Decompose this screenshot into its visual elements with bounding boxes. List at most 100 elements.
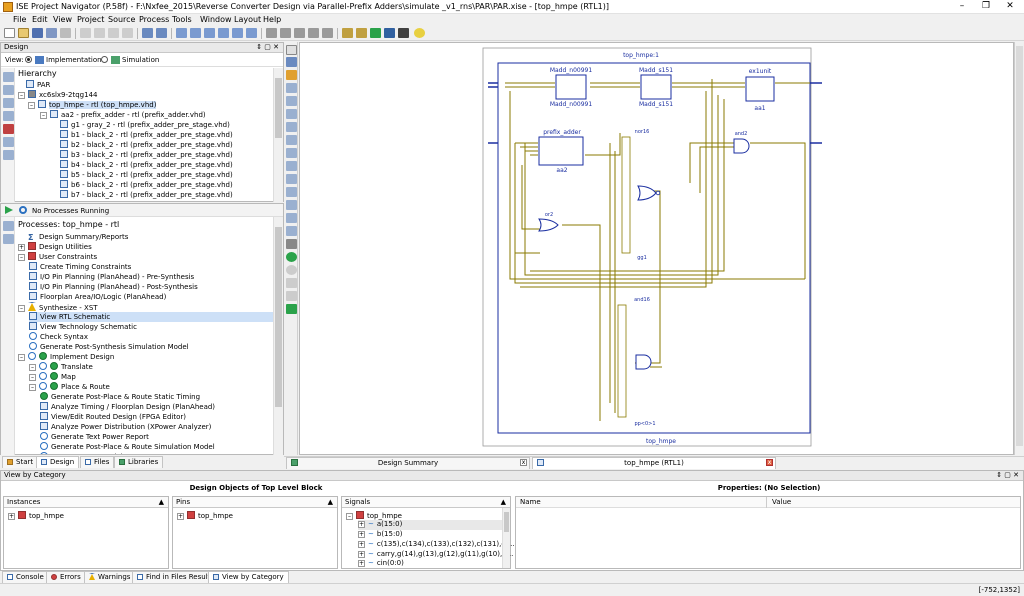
schematic-vscroll[interactable]	[1014, 42, 1024, 455]
simulation-label[interactable]: Simulation	[122, 56, 160, 64]
print-icon[interactable]	[60, 28, 71, 38]
tree-item-par[interactable]: PAR	[26, 80, 50, 90]
unhighlight-icon[interactable]	[286, 213, 297, 223]
tree-item-device[interactable]: –xc6slx9-2tqg144	[18, 90, 98, 99]
menu-file[interactable]: File	[13, 15, 27, 24]
select-pointer-icon[interactable]	[286, 45, 297, 55]
info-icon[interactable]	[286, 291, 297, 301]
tree-item-b4[interactable]: b4 - black_2 - rtl (prefix_adder_pre_sta…	[60, 160, 233, 170]
refresh-schematic-icon[interactable]	[286, 278, 297, 288]
process-item[interactable]: –Implement Design	[18, 352, 115, 361]
process-item[interactable]: Floorplan Area/IO/Logic (PlanAhead)	[29, 292, 166, 302]
process-item[interactable]: View RTL Schematic	[29, 312, 273, 322]
process-item[interactable]: Generate Post-Synthesis Simulation Model	[29, 342, 189, 352]
menu-tools[interactable]: Tools	[172, 15, 192, 24]
tree-item-b3[interactable]: b3 - black_2 - rtl (prefix_adder_pre_sta…	[60, 150, 233, 160]
save-icon[interactable]	[32, 28, 43, 38]
zoom-select-icon[interactable]	[218, 28, 229, 38]
properties-icon[interactable]	[3, 124, 14, 134]
sigma-icon[interactable]	[384, 28, 395, 38]
implementation-radio[interactable]	[25, 56, 32, 63]
process-props-icon[interactable]	[3, 221, 14, 231]
tree-item-g1[interactable]: g1 - gray_2 - rtl (prefix_adder_pre_stag…	[60, 120, 230, 130]
menu-window[interactable]: Window	[200, 15, 232, 24]
tab-find-in-files[interactable]: Find in Files Results	[132, 571, 220, 583]
signals-scrollbar[interactable]	[502, 508, 510, 568]
new-file-icon[interactable]	[4, 28, 15, 38]
signal-item-a[interactable]: +~a(15:0)	[358, 520, 506, 530]
cascade-icon[interactable]	[280, 28, 291, 38]
tree-item-b2[interactable]: b2 - black_2 - rtl (prefix_adder_pre_sta…	[60, 140, 233, 150]
signal-item-c[interactable]: +~c(135),c(134),c(133),c(132),c(131),c(.…	[358, 540, 515, 548]
property-value-column[interactable]: Value	[772, 498, 792, 506]
export-icon[interactable]	[286, 304, 297, 314]
pin-icon[interactable]	[398, 28, 409, 38]
zoom-area-icon[interactable]	[286, 83, 297, 93]
zoom-in-icon[interactable]	[176, 28, 187, 38]
add-copy-icon[interactable]	[3, 85, 14, 95]
trace-icon[interactable]	[286, 226, 297, 236]
process-rerun-icon[interactable]	[3, 234, 14, 244]
tab-design[interactable]: Design	[36, 456, 80, 468]
tree-item-top-hmpe[interactable]: –top_hmpe - rtl (top_hmpe.vhd)	[28, 100, 157, 109]
tab-libraries[interactable]: Libraries	[114, 456, 164, 468]
implementation-label[interactable]: Implementation	[46, 56, 102, 64]
process-item[interactable]: I/O Pin Planning (PlanAhead) - Post-Synt…	[29, 282, 198, 292]
process-item[interactable]: –Translate	[29, 362, 93, 371]
process-item[interactable]: –Synthesize - XST	[18, 302, 98, 312]
stop-icon[interactable]	[286, 265, 297, 275]
go-icon[interactable]	[286, 252, 297, 262]
menu-project[interactable]: Project	[77, 15, 105, 24]
tree-item-aa2[interactable]: –aa2 - prefix_adder - rtl (prefix_adder.…	[40, 110, 206, 119]
signal-item-b[interactable]: +~b(15:0)	[358, 530, 403, 538]
find-net-icon[interactable]	[286, 187, 297, 197]
tree-item-b5[interactable]: b5 - black_2 - rtl (prefix_adder_pre_sta…	[60, 170, 233, 180]
tools-icon[interactable]	[342, 28, 353, 38]
menu-help[interactable]: Help	[263, 15, 282, 24]
process-item[interactable]: View/Edit Routed Design (FPGA Editor)	[40, 412, 186, 422]
push-icon[interactable]	[286, 96, 297, 106]
run-icon[interactable]	[370, 28, 381, 38]
next-icon[interactable]	[286, 174, 297, 184]
process-item[interactable]: View Technology Schematic	[29, 322, 137, 332]
previous-icon[interactable]	[286, 161, 297, 171]
tab-console[interactable]: Console	[2, 571, 49, 583]
fit-icon[interactable]	[286, 148, 297, 158]
paste-icon[interactable]	[108, 28, 119, 38]
process-item[interactable]: Create Timing Constraints	[29, 262, 131, 272]
hierarchy-scrollbar[interactable]	[273, 68, 283, 202]
search-icon[interactable]	[232, 28, 243, 38]
highlight-icon[interactable]	[286, 200, 297, 210]
zoom-fit-icon[interactable]	[204, 28, 215, 38]
process-item[interactable]: –Place & Route	[29, 382, 110, 391]
tab-errors[interactable]: Errors	[46, 571, 86, 583]
tile-icon[interactable]	[294, 28, 305, 38]
signals-root[interactable]: –top_hmpe	[346, 511, 402, 520]
instances-item-top-hmpe[interactable]: +top_hmpe	[8, 511, 64, 520]
menu-source[interactable]: Source	[108, 15, 136, 24]
process-item[interactable]: Generate Post-Place & Route Simulation M…	[40, 442, 215, 452]
print-schematic-icon[interactable]	[286, 239, 297, 249]
tab-warnings[interactable]: Warnings	[84, 571, 136, 583]
tab-files[interactable]: Files	[80, 456, 115, 468]
menu-layout[interactable]: Layout	[234, 15, 262, 24]
remove-icon[interactable]	[3, 111, 14, 121]
edit-icon[interactable]	[3, 150, 14, 160]
process-item[interactable]: +Design Utilities	[18, 242, 92, 251]
tab-view-by-category[interactable]: View by Category	[208, 571, 289, 583]
signal-item-carry[interactable]: +~carry,g(14),g(13),g(12),g(11),g(10),g.…	[358, 550, 514, 558]
property-name-column[interactable]: Name	[520, 498, 541, 506]
zoom-out-icon[interactable]	[190, 28, 201, 38]
run-process-icon[interactable]	[5, 206, 13, 214]
lightbulb-icon[interactable]	[414, 28, 425, 38]
tab-start[interactable]: Start	[2, 456, 39, 468]
open-icon[interactable]	[3, 137, 14, 147]
redo-icon[interactable]	[156, 28, 167, 38]
delete-icon[interactable]	[122, 28, 133, 38]
add-source-icon[interactable]	[3, 72, 14, 82]
layout-icon[interactable]	[266, 28, 277, 38]
close-button[interactable]: ✕	[1006, 1, 1014, 11]
process-item[interactable]: –Map	[29, 372, 76, 381]
